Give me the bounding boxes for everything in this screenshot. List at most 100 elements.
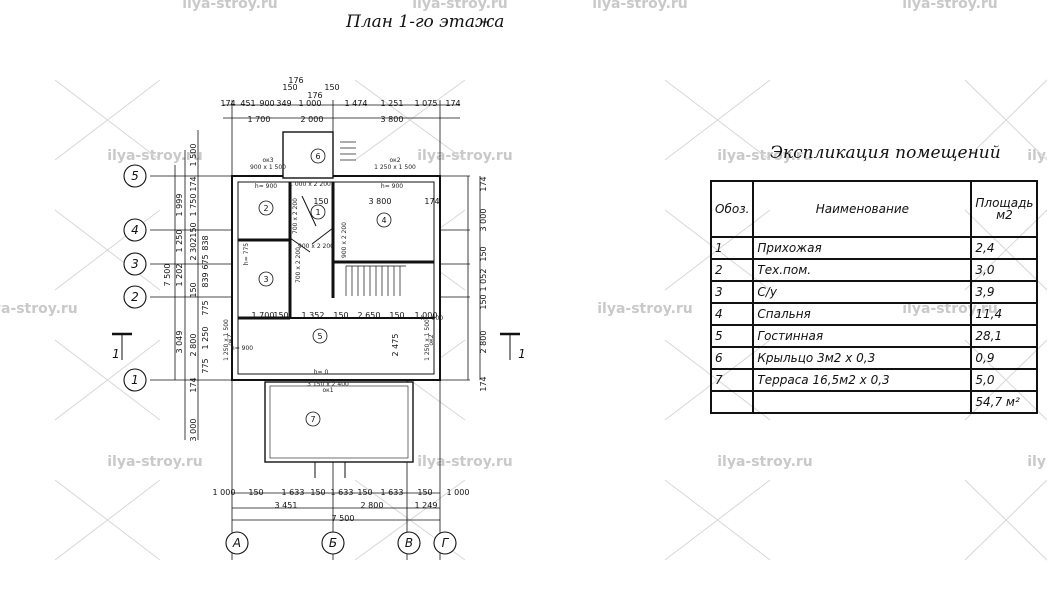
dim-top-row1: 349	[276, 99, 291, 108]
dim-bottom-row1: 1 633	[381, 488, 404, 497]
watermark-stroke	[54, 79, 161, 161]
dim-right: 2 800	[479, 331, 488, 354]
dim-inner: 2 650	[358, 311, 381, 320]
dim-bottom-row1: 150	[248, 488, 263, 497]
dim-inner: 174	[424, 197, 439, 206]
level-label: h= 900	[381, 183, 403, 190]
row-num: 6	[709, 346, 755, 370]
row-name: Прихожая	[752, 236, 973, 260]
dim-bottom-row1: 1 000	[213, 488, 236, 497]
room-number-circle	[258, 200, 274, 216]
door-label: 900 х 2 200	[298, 243, 334, 250]
axis-circle	[225, 531, 249, 555]
dim-right: 174	[479, 376, 488, 391]
window-label: 3 150 х 2 400	[307, 381, 349, 388]
window-label: 900 х 1 500	[250, 164, 286, 171]
watermark-text: ilya-stroy.ru	[417, 148, 513, 164]
watermark-text: ilya-stroy.ru	[902, 0, 998, 12]
dim-inner: 1 352	[302, 311, 325, 320]
dim-top-row0: 176	[307, 91, 322, 100]
dim-bottom-row1: 1 000	[447, 488, 470, 497]
room-number: 2	[263, 204, 268, 213]
level-label: h= 900	[231, 345, 253, 352]
row-num: 3	[709, 280, 755, 304]
axis-row-label: 4	[131, 223, 139, 237]
dim-left-small: 839	[201, 272, 210, 287]
level-label: h= 775	[243, 243, 250, 265]
row-area: 11,4	[970, 302, 1039, 326]
axis-row-label: 3	[131, 257, 139, 271]
door-label: 1 000 х 2 200	[289, 181, 331, 188]
dim-left-mid: 1 202	[175, 264, 184, 287]
axis-circle	[123, 252, 147, 276]
door-leaf	[311, 227, 334, 245]
dim-left-mid: 1 250	[175, 230, 184, 253]
watermark-stroke	[964, 479, 1047, 561]
dim-left-inner: 150	[189, 282, 198, 297]
axis-col-label: Г	[442, 536, 450, 550]
dim-right: 1 052	[479, 269, 488, 292]
dim-inner: 150	[313, 197, 328, 206]
room-number: 6	[315, 152, 320, 161]
dim-right: 174	[479, 176, 488, 191]
table-total-row: 54,7 м²	[709, 390, 1039, 414]
dim-top-row1: 174	[445, 99, 460, 108]
window-label: ок2	[227, 334, 234, 345]
dim-inner: 150	[273, 311, 288, 320]
watermark-stroke	[54, 339, 161, 421]
window-label: 1 250 х 1 500	[424, 319, 431, 361]
window-label: ок3	[262, 157, 273, 164]
room-number-circle	[376, 212, 392, 228]
dim-left-mid: 1 999	[175, 194, 184, 217]
row-num: 1	[709, 236, 755, 260]
room-number: 4	[381, 216, 386, 225]
total-area: 54,7 м²	[970, 390, 1039, 414]
axis-circle	[321, 531, 345, 555]
dim-top-row1: 451	[240, 99, 255, 108]
room-number-circle	[305, 411, 321, 427]
section-label: 1	[112, 347, 120, 361]
watermark-text: ilya-stroy.ru	[412, 0, 508, 12]
dim-left-mid: 3 049	[175, 331, 184, 354]
window-label: ок1	[322, 387, 333, 394]
header-num: Обоз.	[709, 180, 755, 238]
window-label: ок2	[428, 334, 435, 345]
row-name: Крыльцо 3м2 х 0,3	[752, 346, 973, 370]
dim-left-outer: 7 500	[163, 264, 172, 287]
table-header-row: Обоз. Наименование Площадь м2	[709, 180, 1039, 238]
axis-circle	[123, 164, 147, 188]
watermark-stroke	[964, 79, 1047, 161]
dim-inner: 3 800	[369, 197, 392, 206]
dim-left-small: 675	[201, 254, 210, 269]
watermark-text: ilya-stroy.ru	[592, 0, 688, 12]
watermark-stroke	[664, 479, 771, 561]
door-label: 700 х 2 200	[295, 247, 302, 283]
dim-bottom-row1: 150	[357, 488, 372, 497]
room-number-circle	[312, 328, 328, 344]
watermark-stroke	[354, 79, 466, 161]
watermark-text: ilya-stroy.ru	[0, 301, 78, 317]
dim-left-inner: 1 500	[189, 144, 198, 167]
door-label: 700 х 2 200	[292, 198, 299, 234]
axis-row-label: 5	[131, 169, 139, 183]
row-name: Тех.пом.	[752, 258, 973, 282]
dim-bottom-row1: 150	[310, 488, 325, 497]
porch-outline	[282, 131, 334, 179]
room-number-circle	[258, 271, 274, 287]
dim-right: 150	[479, 246, 488, 261]
axis-row-label: 1	[131, 373, 139, 387]
room-number: 7	[310, 415, 315, 424]
room-number-circle	[310, 204, 326, 220]
section-label: 1	[518, 347, 526, 361]
dim-bottom-total: 7 500	[332, 514, 355, 523]
dim-top-row0: 176	[288, 76, 303, 85]
row-area: 5,0	[970, 368, 1039, 392]
level-label: h= 900	[421, 315, 443, 322]
row-area: 28,1	[970, 324, 1039, 348]
dim-left-inner: 150	[189, 222, 198, 237]
dim-inner: 1 700	[252, 311, 275, 320]
